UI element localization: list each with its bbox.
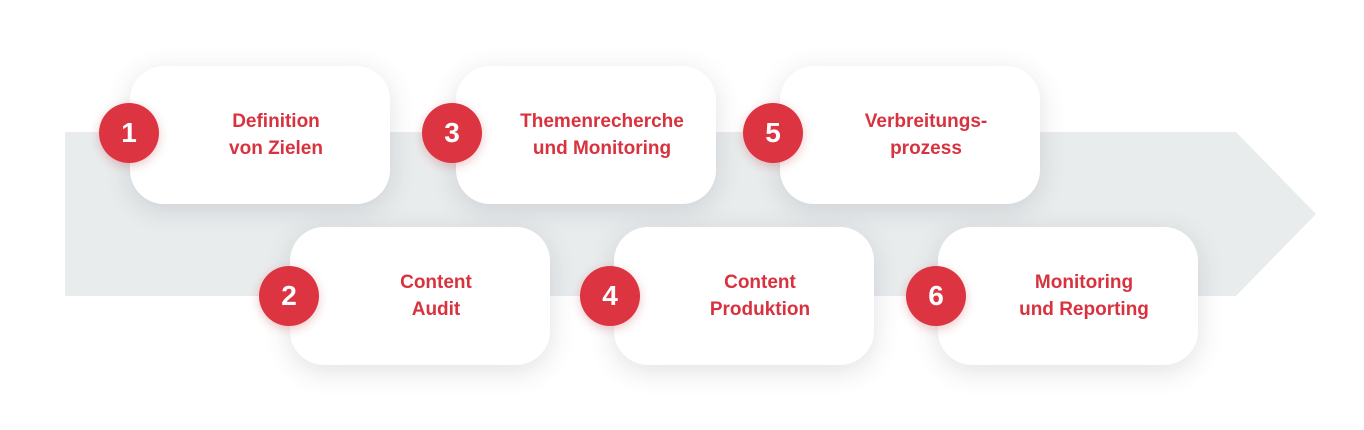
step-number-badge-2: 2 — [259, 266, 319, 326]
step-number-badge-6: 6 — [906, 266, 966, 326]
step-label-6: Monitoring und Reporting — [1019, 272, 1149, 320]
step-card-3: Themenrecherche und Monitoring — [456, 66, 716, 204]
step-label-3: Themenrecherche und Monitoring — [520, 111, 684, 159]
step-number-badge-1: 1 — [99, 103, 159, 163]
step-label-2: Content Audit — [400, 272, 472, 320]
step-number-badge-4: 4 — [580, 266, 640, 326]
step-card-2: Content Audit — [290, 227, 550, 365]
step-label-1: Definition von Zielen — [229, 111, 323, 159]
step-card-5: Verbreitungs- prozess — [780, 66, 1040, 204]
step-number-badge-5: 5 — [743, 103, 803, 163]
step-number-badge-3: 3 — [422, 103, 482, 163]
step-card-6: Monitoring und Reporting — [938, 227, 1198, 365]
step-card-4: Content Produktion — [614, 227, 874, 365]
step-card-1: Definition von Zielen — [130, 66, 390, 204]
step-label-4: Content Produktion — [709, 272, 811, 320]
step-label-5: Verbreitungs- prozess — [864, 111, 988, 159]
